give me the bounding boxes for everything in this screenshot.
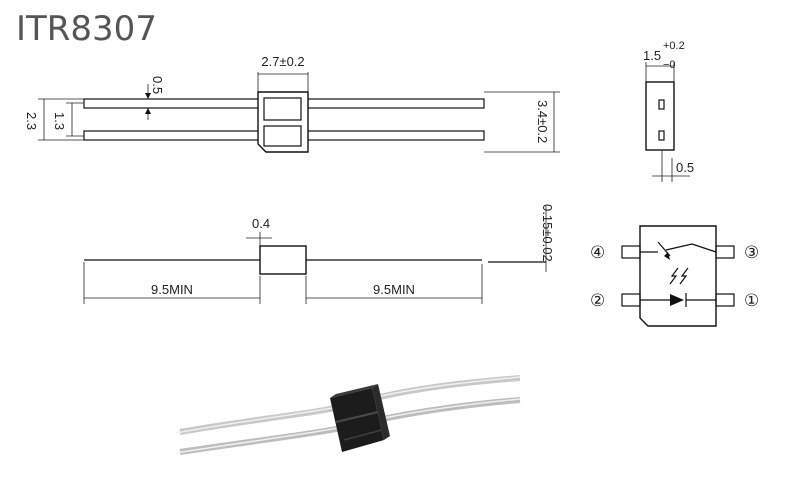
schematic-pad-3 [715,245,735,259]
lead-left-upper [83,98,261,109]
photo-component-body [330,388,384,452]
dim-height-total: 2.3 [24,112,39,130]
dim-lead-width: 0.5 [150,76,165,94]
end-view-body [645,81,675,151]
end-view: 1.5 +0.2 −0 0.5 [643,40,694,182]
lead-right-lower [307,130,485,141]
lead-right-upper [307,98,485,109]
pin-label-3: ③ [744,243,759,263]
component-photo-illustration [175,375,521,455]
dim-end-width-plus: +0.2 [663,40,685,52]
window-upper [263,97,302,121]
dim-standoff: 0.4 [252,216,270,231]
end-view-lead-upper [658,99,665,110]
transistor-arrow-icon [664,252,670,260]
end-view-lead-lower [658,130,665,141]
lead-left-lower [83,130,261,141]
component-body-side [259,245,307,275]
pin-label-2: ② [590,291,605,311]
light-arrow-icon [669,267,679,285]
schematic-pad-4 [621,245,641,259]
window-lower [263,125,302,147]
dim-lead-span: 3.4±0.2 [535,100,550,143]
schematic-pad-1 [715,293,735,307]
dim-lead-length-left: 9.5MIN [151,282,193,297]
led-diode-icon [670,294,684,306]
side-view: 0.4 0.15±0.02 9.5MIN 9.5MIN [83,204,555,304]
schematic-body [639,225,717,327]
dim-end-lead: 0.5 [676,160,694,175]
part-number-title: ITR8307 [16,9,157,49]
schematic-pad-2 [621,293,641,307]
dim-lead-pitch: 1.3 [52,112,67,130]
pin-label-4: ④ [590,243,605,263]
dim-lead-length-right: 9.5MIN [373,282,415,297]
top-view: 2.7±0.2 0.5 2.3 1.3 3.4±0.2 [24,54,560,153]
pinout-schematic: ① ② ③ ④ [590,225,759,327]
dim-lead-thickness: 0.15±0.02 [540,204,555,262]
component-body-top [257,91,309,153]
dim-end-width-minus: −0 [663,59,676,71]
dim-end-width: 1.5 [643,48,661,63]
pin-label-1: ① [744,291,759,311]
dim-body-length: 2.7±0.2 [261,54,304,69]
